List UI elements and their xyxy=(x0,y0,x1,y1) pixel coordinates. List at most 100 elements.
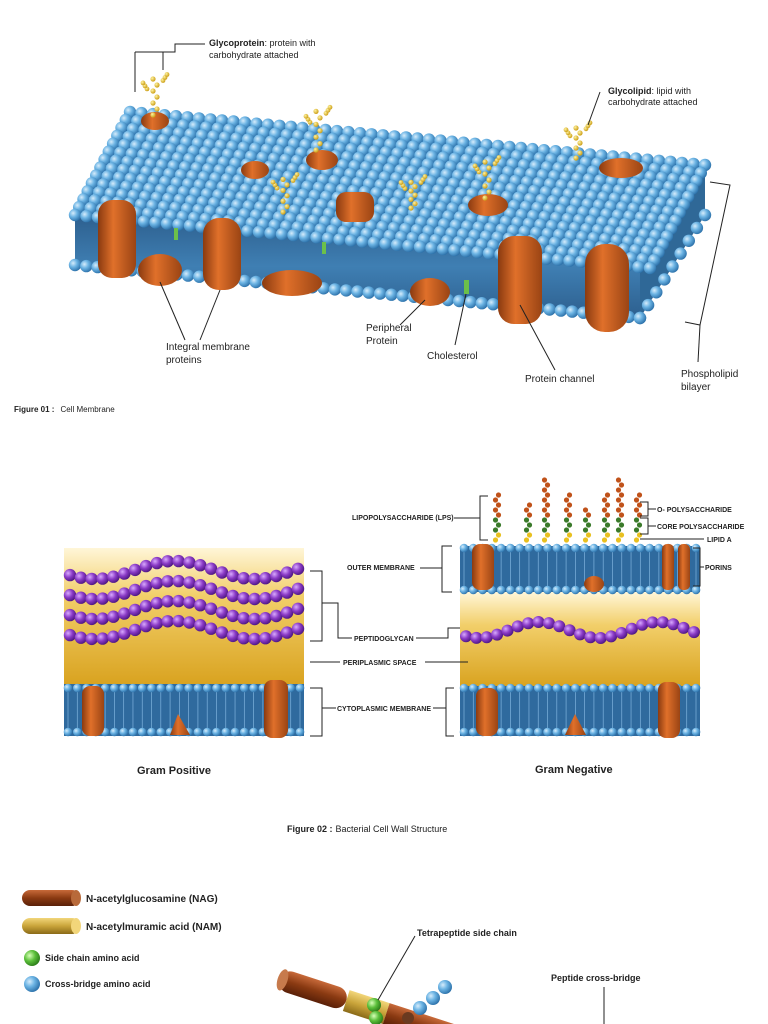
lipid-head xyxy=(524,683,534,693)
sugar-bead xyxy=(154,82,160,88)
lipid-head xyxy=(156,727,166,737)
lipid-head xyxy=(137,727,147,737)
peptidoglycan-bead xyxy=(511,620,524,633)
lipid-head xyxy=(608,727,617,737)
peptidoglycan-bead xyxy=(615,627,628,639)
sugar-bead xyxy=(164,72,170,77)
peptidoglycan-bead xyxy=(291,582,305,595)
side-chain-amino-acid-2 xyxy=(369,1011,383,1024)
lps-bead xyxy=(615,487,622,493)
lps-bead xyxy=(495,512,502,518)
lipid-head xyxy=(506,543,515,553)
leader-lines-fig2 xyxy=(310,495,704,737)
lps-bead xyxy=(618,482,625,488)
integral-protein-3 xyxy=(203,218,241,290)
lps-bead xyxy=(615,477,622,483)
sugar-bead xyxy=(327,104,333,110)
lipid-head xyxy=(295,683,305,693)
lipid-head xyxy=(533,727,543,737)
lps-bead xyxy=(526,532,533,538)
lipid-head xyxy=(471,245,484,259)
legend-cross-bridge-label: Cross-bridge amino acid xyxy=(45,979,151,989)
lps-bead xyxy=(615,517,622,523)
peptidoglycan-bead xyxy=(291,562,305,575)
lps-bead xyxy=(544,492,551,498)
lipid-head-bottom xyxy=(453,294,466,308)
cholesterol-mark-2 xyxy=(322,242,326,254)
lipid-head xyxy=(137,683,147,693)
sugar-bead xyxy=(496,155,502,160)
lipid-head xyxy=(147,683,156,693)
sugar-bead xyxy=(154,94,160,100)
lipid-head xyxy=(175,683,184,693)
lipid-head xyxy=(608,683,617,693)
lps-bead xyxy=(633,537,640,543)
lipid-head xyxy=(561,585,571,595)
lipid-head xyxy=(496,543,506,553)
sugar-bead xyxy=(573,125,579,131)
lipid-head xyxy=(563,254,576,267)
peptidoglycan-bead xyxy=(270,609,283,623)
sugar-bead xyxy=(486,177,492,183)
peptidoglycan-bead xyxy=(280,606,294,619)
lipid-head xyxy=(515,727,524,737)
lps-bead xyxy=(636,522,643,528)
peptidoglycan-bead xyxy=(280,586,294,599)
peptidoglycan-bead xyxy=(183,556,196,569)
cholesterol-mark-3 xyxy=(464,280,469,294)
sugar-bead xyxy=(573,155,579,161)
bacterial-cell-wall-diagram: LIPOPOLYSACCHARIDE (LPS) O- POLYSACCHARI… xyxy=(63,477,745,834)
lipid-head xyxy=(561,543,571,553)
lipid-head xyxy=(459,727,469,737)
lipid-head xyxy=(295,727,305,737)
peptidoglycan-bead xyxy=(183,616,196,629)
lipid-head xyxy=(682,683,691,693)
lps-bead xyxy=(523,507,530,513)
lps-bead xyxy=(633,527,640,533)
sugar-bead xyxy=(284,204,290,210)
lps-bead xyxy=(492,497,499,503)
lipid-head-side xyxy=(633,311,647,325)
peptidoglycan-bead xyxy=(107,610,120,623)
sugar-bead xyxy=(482,159,488,165)
lipid-head xyxy=(654,585,664,595)
peptidoglycan-bead xyxy=(128,623,142,637)
lps-bead xyxy=(541,477,548,483)
lipid-head xyxy=(221,683,231,693)
lps-bead xyxy=(541,497,548,503)
lipid-head-bottom xyxy=(68,258,82,272)
lipid-head xyxy=(119,727,128,737)
lipid-head xyxy=(617,727,627,737)
lipid-head-side xyxy=(666,260,679,273)
lipid-head xyxy=(240,727,249,737)
cholesterol-mark-1 xyxy=(174,228,178,240)
carbohydrate-chains xyxy=(140,72,593,215)
protein-top-5 xyxy=(599,158,643,178)
peptidoglycan-bead xyxy=(215,606,229,619)
lipid-head-bottom xyxy=(385,288,398,301)
gram-negative-outer-membrane xyxy=(460,546,700,592)
lipid-head-bottom xyxy=(80,259,93,273)
lps-bead xyxy=(618,502,625,508)
lps-bead xyxy=(604,522,611,528)
lps-bead xyxy=(541,507,548,513)
peptidoglycan-bead xyxy=(237,632,250,645)
lps-bead xyxy=(544,482,551,488)
lipid-head xyxy=(193,683,203,693)
lps-bead xyxy=(636,532,643,538)
lipid-head xyxy=(552,543,562,553)
sugar-bead xyxy=(577,150,583,156)
peptidoglycan-bead xyxy=(74,611,88,624)
peptidoglycan-bead xyxy=(63,608,77,622)
lipid-head xyxy=(212,683,221,693)
sugar-bead xyxy=(563,127,569,133)
lipid-head xyxy=(589,727,599,737)
peripheral-label-2: Protein xyxy=(366,336,398,347)
peptidoglycan-bead xyxy=(259,612,272,625)
lps-bead xyxy=(541,517,548,523)
lipid-head xyxy=(515,585,524,595)
peptidoglycan-bead xyxy=(656,616,669,629)
lps-bead xyxy=(601,497,608,503)
peptidoglycan-bead xyxy=(85,572,98,586)
lipid-head xyxy=(249,683,258,693)
